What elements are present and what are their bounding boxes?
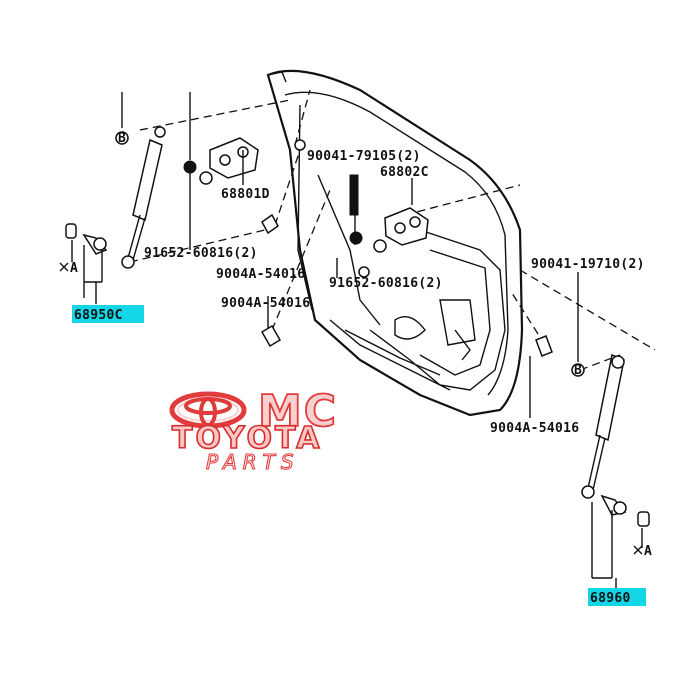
marker-a-left: A: [59, 261, 78, 276]
hinge-68802c: [349, 174, 429, 253]
label-90041-79105: 90041-79105(2): [307, 149, 421, 164]
bolt-markers: [115, 131, 585, 377]
brand-toyota: TOYOTA: [172, 421, 322, 456]
highlight-68960: [588, 588, 646, 606]
part-labels: 68801D 68802C 90041-79105(2) 91652-60816…: [72, 149, 646, 606]
highlight-68950c: [72, 305, 144, 323]
marker-glyphs: A A B B: [59, 131, 652, 559]
label-leaders: [71, 92, 643, 588]
back-door-outline: [266, 69, 524, 417]
label-91652-60816-top: 91652-60816(2): [144, 246, 258, 261]
hinge-68801d: [183, 137, 306, 185]
brand-parts: PARTS: [206, 450, 300, 474]
right-gas-strut: [581, 353, 650, 527]
stopper-cushions: [260, 213, 553, 357]
label-9004a-54016-b: 9004A-54016: [221, 296, 310, 311]
brand-watermark: MC TOYOTA PARTS: [169, 385, 338, 475]
brand-mc: MC: [258, 386, 338, 437]
toyota-emblem: [169, 391, 247, 429]
marker-b-right: [571, 363, 585, 377]
svg-text:A: A: [70, 261, 78, 276]
marker-b-left-text: B: [118, 131, 126, 146]
label-68801d: 68801D: [221, 187, 270, 202]
marker-b-left: [115, 131, 129, 145]
label-9004a-54016-c: 9004A-54016: [490, 421, 579, 436]
label-68950c: 68950C: [74, 308, 123, 323]
label-68802c: 68802C: [380, 165, 429, 180]
marker-b-right-text: B: [574, 363, 582, 378]
label-68960: 68960: [590, 591, 631, 606]
label-91652-60816-mid: 91652-60816(2): [329, 276, 443, 291]
marker-a-right: A: [633, 544, 652, 559]
left-gas-strut: [65, 126, 166, 269]
dashed-reference-lines: [129, 89, 656, 371]
label-9004a-54016-a: 9004A-54016: [216, 267, 305, 282]
label-90041-19710: 90041-19710(2): [531, 257, 645, 272]
svg-text:A: A: [644, 544, 652, 559]
